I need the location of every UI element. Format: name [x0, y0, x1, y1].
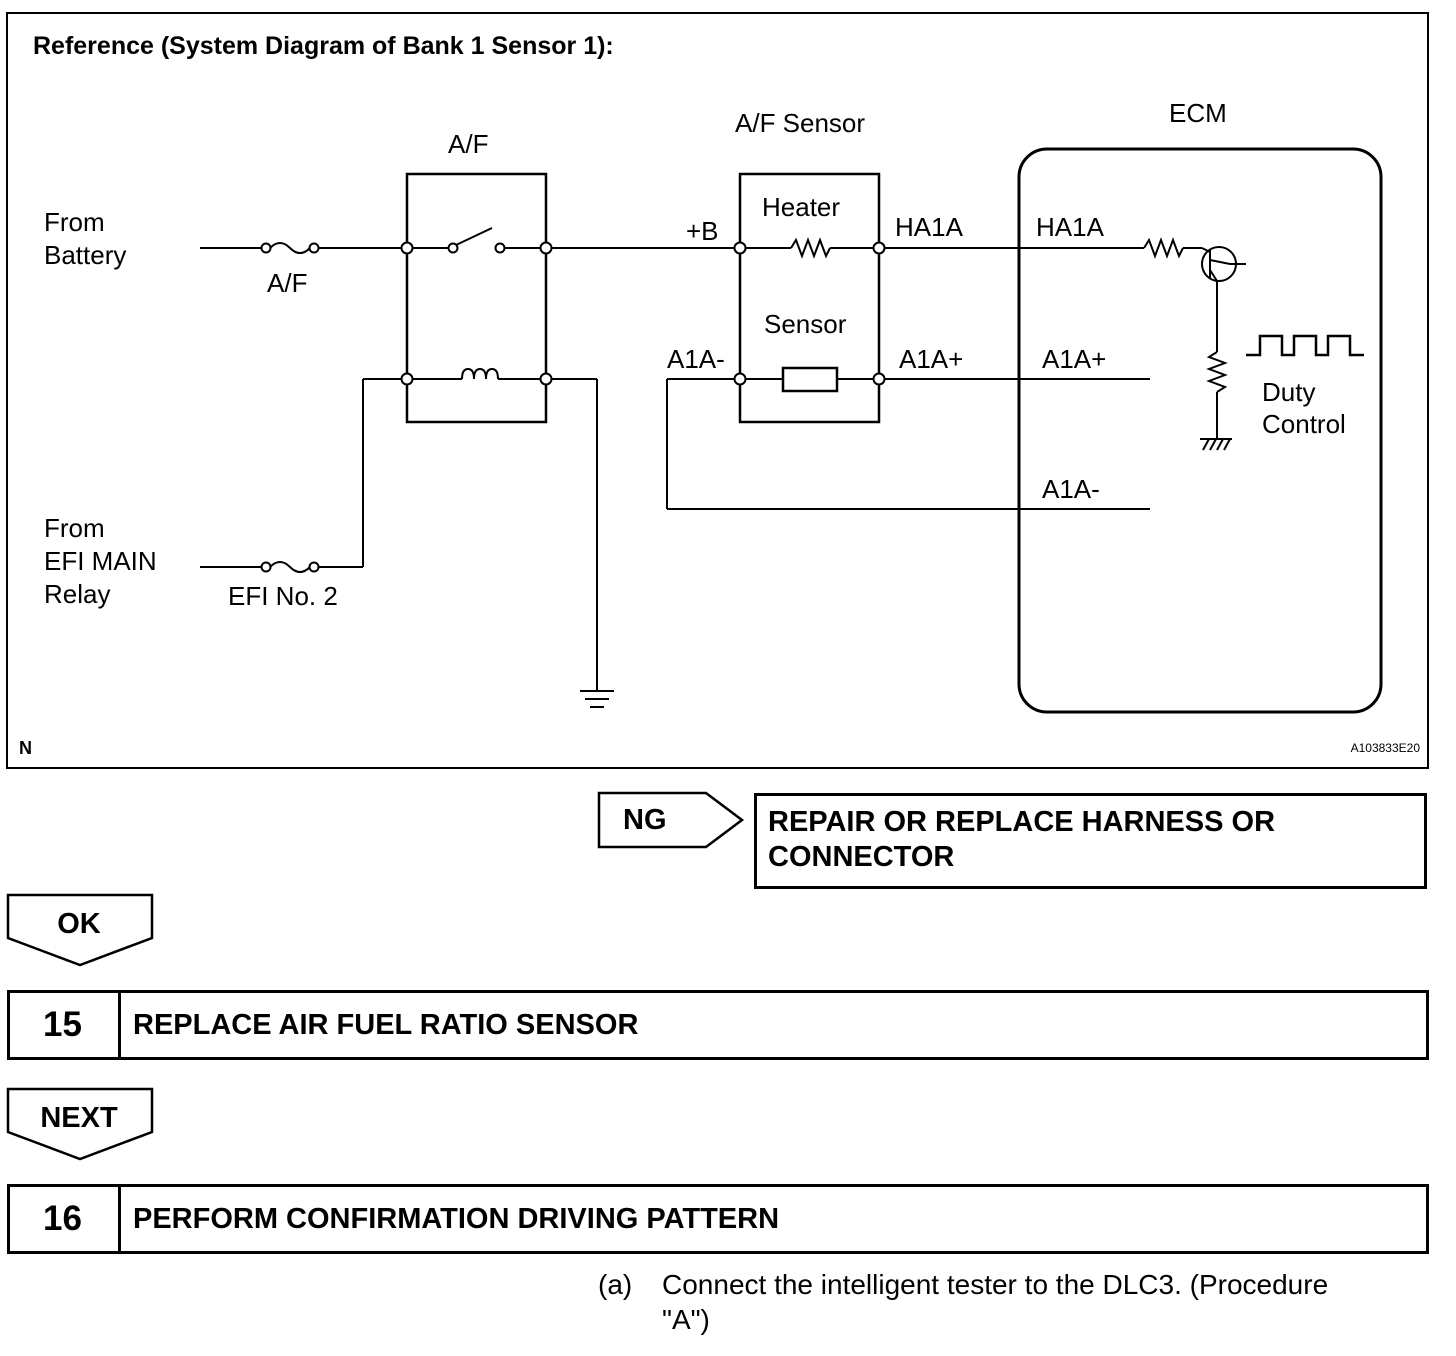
ng-label: NG: [623, 804, 667, 836]
system-diagram: Reference (System Diagram of Bank 1 Sens…: [6, 12, 1429, 769]
figure-code: A103833E20: [1351, 741, 1421, 755]
ok-arrow: OK: [6, 893, 154, 967]
af-sensor-box: [738, 172, 881, 424]
label-a1a-minus-sensor: A1A-: [667, 344, 725, 374]
label-duty-1: Duty: [1262, 377, 1315, 407]
label-from-efi-1: From: [44, 513, 105, 543]
ng-arrow: NG: [597, 791, 745, 849]
label-af-fuse: A/F: [267, 268, 307, 298]
label-heater: Heater: [762, 192, 840, 222]
label-from-efi-2: EFI MAIN: [44, 546, 157, 576]
step-16-row: 16 PERFORM CONFIRMATION DRIVING PATTERN: [7, 1184, 1429, 1254]
label-af-relay: A/F: [448, 129, 488, 159]
ok-label: OK: [57, 908, 101, 940]
step-15-number-cell: 15: [10, 993, 121, 1057]
step-15-number: 15: [43, 1005, 82, 1044]
label-af-sensor: A/F Sensor: [735, 108, 865, 138]
transistor-icon: [1201, 246, 1246, 438]
label-from-battery-1: From: [44, 207, 105, 237]
next-label: NEXT: [40, 1102, 118, 1134]
step-15-row: 15 REPLACE AIR FUEL RATIO SENSOR: [7, 990, 1429, 1060]
diagram-title: Reference (System Diagram of Bank 1 Sens…: [33, 32, 614, 60]
label-from-battery-2: Battery: [44, 240, 126, 270]
heater-resistor: [745, 237, 874, 259]
label-ha1a-sensor: HA1A: [895, 212, 964, 242]
next-arrow: NEXT: [6, 1087, 154, 1161]
step-16-number: 16: [43, 1199, 82, 1238]
ng-action-box: REPAIR OR REPLACE HARNESS OR CONNECTOR: [754, 793, 1427, 889]
ecm-ground-icon: [1200, 438, 1232, 451]
relay-coil: [412, 367, 541, 380]
label-a1a-minus-ecm: A1A-: [1042, 474, 1100, 504]
diagram-frame: [6, 12, 1429, 769]
ground-icon: [580, 690, 614, 708]
corner-mark: N: [19, 738, 32, 758]
af-relay-box: [405, 172, 548, 424]
efi-wire: [200, 378, 402, 573]
ecm-box: [1017, 147, 1383, 714]
sensor-element: [745, 366, 874, 393]
label-from-efi-3: Relay: [44, 579, 110, 609]
label-duty-2: Control: [1262, 409, 1346, 439]
ng-action-line1: REPAIR OR REPLACE HARNESS OR: [768, 806, 1276, 838]
step-15-title: REPLACE AIR FUEL RATIO SENSOR: [133, 1009, 639, 1041]
label-a1a-plus-sensor: A1A+: [899, 344, 963, 374]
ng-action-line2: CONNECTOR: [768, 841, 955, 873]
label-sensor: Sensor: [764, 309, 847, 339]
label-efi-fuse: EFI No. 2: [228, 581, 338, 611]
step-16-number-cell: 16: [10, 1187, 121, 1251]
relay-ground-wire: [551, 378, 598, 690]
ecm-wires: [666, 237, 1202, 510]
label-ecm: ECM: [1169, 98, 1227, 128]
label-ha1a-ecm: HA1A: [1036, 212, 1105, 242]
substep-marker: (a): [598, 1269, 633, 1300]
duty-waveform-icon: [1246, 334, 1364, 357]
relay-terminals: [400, 241, 553, 386]
label-plus-b: +B: [686, 216, 719, 246]
step-16-title: PERFORM CONFIRMATION DRIVING PATTERN: [133, 1203, 780, 1235]
substep-line2: "A"): [662, 1304, 710, 1335]
substep-line1: Connect the intelligent tester to the DL…: [662, 1269, 1329, 1300]
battery-wire: [200, 227, 740, 254]
label-a1a-plus-ecm: A1A+: [1042, 344, 1106, 374]
